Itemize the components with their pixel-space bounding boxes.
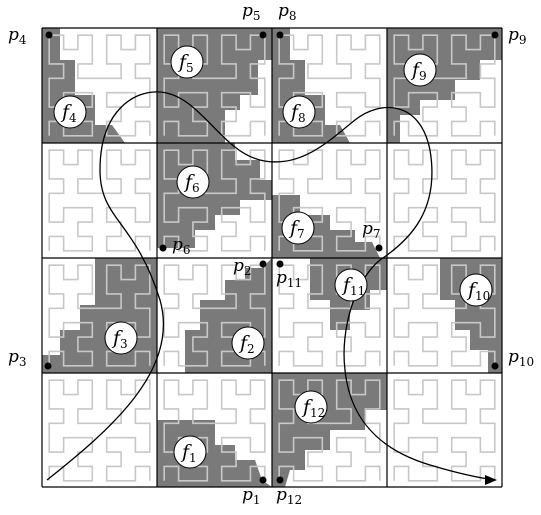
face-label-f7: f7 <box>282 212 314 244</box>
face-label-subscript: 3 <box>120 337 128 351</box>
point-marker <box>46 32 53 39</box>
point-marker <box>492 32 499 39</box>
face-label-subscript: 10 <box>475 289 490 303</box>
face-label-subscript: 2 <box>247 342 255 356</box>
face-label-subscript: 9 <box>419 69 427 83</box>
face-label-subscript: 8 <box>298 111 306 125</box>
point-label-subscript: 6 <box>183 243 191 257</box>
point-marker <box>277 32 284 39</box>
point-marker <box>260 477 267 484</box>
point-label-subscript: 4 <box>19 33 27 47</box>
point-label-subscript: 10 <box>519 355 534 369</box>
point-marker <box>492 363 499 370</box>
point-marker <box>277 261 284 268</box>
face-label-subscript: 6 <box>192 181 200 195</box>
face-label-f10: f10 <box>460 274 492 306</box>
point-label-subscript: 8 <box>289 9 297 23</box>
point-label-subscript: 11 <box>287 276 302 290</box>
face-label-f4: f4 <box>54 96 86 128</box>
point-marker <box>277 477 284 484</box>
point-marker <box>376 245 383 252</box>
point-label-subscript: 3 <box>19 355 27 369</box>
face-label-subscript: 1 <box>189 451 197 465</box>
point-marker <box>45 363 52 370</box>
face-label-subscript: 11 <box>350 284 365 298</box>
face-label-f12: f12 <box>295 391 327 423</box>
point-label-subscript: 12 <box>287 493 302 507</box>
face-label-subscript: 4 <box>69 111 77 125</box>
face-label-f3: f3 <box>105 322 137 354</box>
face-label-f6: f6 <box>177 166 209 198</box>
face-label-f1: f1 <box>174 436 206 468</box>
face-label-f2: f2 <box>232 327 264 359</box>
point-marker <box>260 261 267 268</box>
point-label-subscript: 1 <box>253 493 261 507</box>
face-label-f9: f9 <box>404 54 436 86</box>
face-label-f5: f5 <box>171 46 203 78</box>
face-label-f11: f11 <box>335 269 367 301</box>
face-label-subscript: 7 <box>297 227 305 241</box>
face-label-f8: f8 <box>283 96 315 128</box>
point-marker <box>160 245 167 252</box>
face-label-subscript: 5 <box>186 61 194 75</box>
point-marker <box>260 32 267 39</box>
point-label-subscript: 5 <box>253 9 261 23</box>
point-label-subscript: 9 <box>519 33 527 47</box>
point-label-subscript: 2 <box>244 264 252 278</box>
point-label-subscript: 7 <box>373 227 381 241</box>
face-label-subscript: 12 <box>310 406 325 420</box>
